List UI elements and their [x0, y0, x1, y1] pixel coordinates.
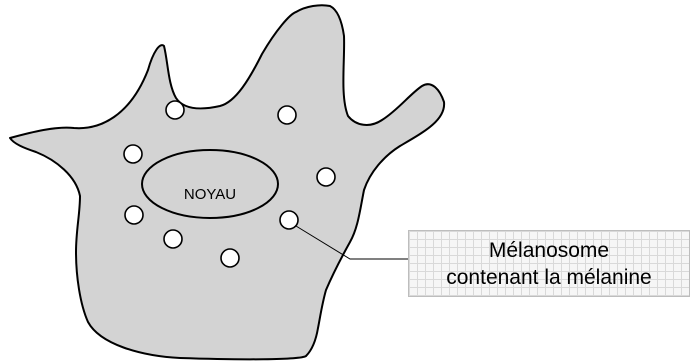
melanosome-7: [164, 230, 182, 248]
melanocyte-cell-body: [10, 5, 444, 359]
melanosome-1: [166, 101, 184, 119]
nucleus-label: NOYAU: [184, 186, 236, 203]
melanosome-3: [124, 145, 142, 163]
melanosome-8: [221, 249, 239, 267]
melanosome-2: [278, 106, 296, 124]
melanosome-callout-box: Mélanosome contenant la mélanine: [408, 230, 690, 297]
melanosome-6: [280, 211, 298, 229]
melanosome-4: [317, 168, 335, 186]
callout-line-1: Mélanosome: [489, 237, 609, 264]
melanosome-5: [125, 206, 143, 224]
callout-line-2: contenant la mélanine: [446, 264, 651, 291]
